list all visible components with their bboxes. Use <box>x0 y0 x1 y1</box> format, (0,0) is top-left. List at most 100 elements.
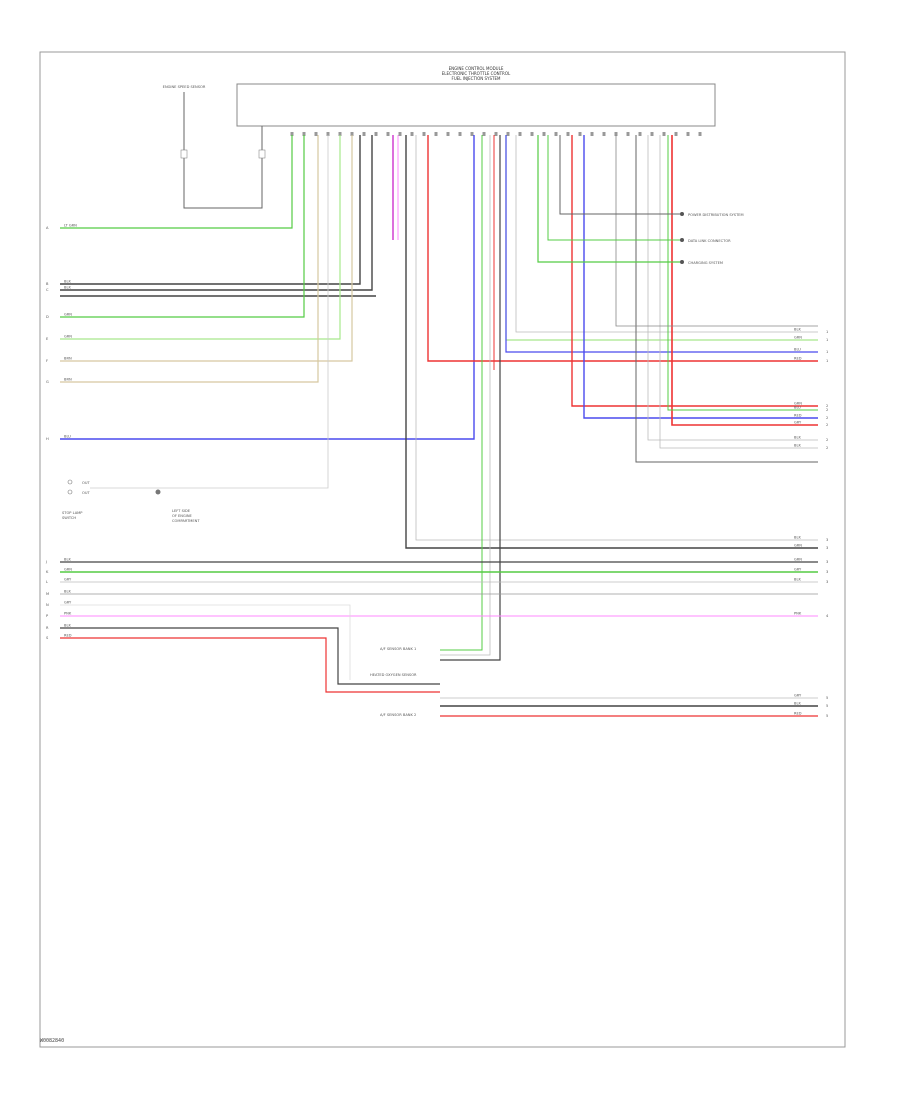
wire-sys-3 <box>537 135 680 263</box>
ecm-module: ENGINE CONTROL MODULE ELECTRONIC THROTTL… <box>236 66 716 136</box>
right-connector-id: 1 <box>826 359 828 363</box>
wire-blue-r1 <box>505 135 818 353</box>
left-connector-wire: GRN <box>64 313 72 317</box>
right-connector-wire: BLK <box>794 328 801 332</box>
wire-c <box>60 135 373 291</box>
ecm-pin <box>614 132 618 136</box>
ecm-pin <box>398 132 402 136</box>
wire-gray-r2 <box>647 135 818 441</box>
right-connector-id: 3 <box>826 538 828 542</box>
lower-left-connector-wire: PNK <box>64 612 72 616</box>
ecm-pin <box>590 132 594 136</box>
lower-left-connector-wire: GRY <box>64 578 72 582</box>
ecm-pin <box>566 132 570 136</box>
ecm-pin <box>410 132 414 136</box>
wire-gray-af <box>440 135 491 656</box>
wire-lgreen-r1 <box>505 135 818 341</box>
lower-left-connector-id: N <box>46 603 49 607</box>
ecm-pin <box>326 132 330 136</box>
sensor-label: ENGINE SPEED SENSOR <box>163 85 206 89</box>
right-connector-wire: RED <box>794 712 802 716</box>
lower-left-connector-wire: RED <box>64 634 72 638</box>
engine-speed-sensor: ENGINE SPEED SENSOR <box>163 85 266 209</box>
right-connector-id: 2 <box>826 404 828 408</box>
right-connector-id: 5 <box>826 696 828 700</box>
ecm-pin <box>290 132 294 136</box>
lower-left-connector-id: J <box>45 560 47 564</box>
wire-f <box>60 135 353 362</box>
ecm-pin <box>530 132 534 136</box>
module-title-2: ELECTRONIC THROTTLE CONTROL <box>442 71 511 76</box>
wire-s-red <box>60 637 440 693</box>
ground-label-2: OF ENGINE <box>172 514 193 518</box>
right-connector-id: 2 <box>826 416 828 420</box>
ecm-pin <box>338 132 342 136</box>
ecm-pin <box>578 132 582 136</box>
lower-left-connector-id: L <box>46 580 48 584</box>
wire-b <box>60 135 361 285</box>
system-label-1: POWER DISTRIBUTION SYSTEM <box>688 213 744 217</box>
ecm-pin <box>698 132 702 136</box>
ecm-pin <box>638 132 642 136</box>
ground-point: LEFT SIDE OF ENGINE COMPARTMENT <box>155 489 200 523</box>
ecm-pin <box>602 132 606 136</box>
lower-left-connector-wire: BLK <box>64 558 71 562</box>
wire-sys-2 <box>547 135 680 241</box>
wire-bus-gray3 <box>60 604 351 680</box>
system-label-2: DATA LINK CONNECTOR <box>688 239 731 243</box>
ecm-pin <box>626 132 630 136</box>
left-connector-wire: LT GRN <box>64 224 77 228</box>
right-connector-wire: PNK <box>794 612 802 616</box>
lower-left-connector-wire: BLK <box>64 590 71 594</box>
ecm-pin <box>458 132 462 136</box>
right-connector-id: 3 <box>826 570 828 574</box>
wire-blue-r2 <box>583 135 818 419</box>
ecm-pin <box>446 132 450 136</box>
right-connector-id: 2 <box>826 446 828 450</box>
module-title-3: FUEL INJECTION SYSTEM <box>452 76 501 81</box>
left-connector-id: C <box>46 288 49 292</box>
right-connector-id: 1 <box>826 350 828 354</box>
right-connector-wire: GRY <box>794 421 802 425</box>
wire-r-black <box>60 627 440 685</box>
lower-left-connector-id: R <box>46 626 49 630</box>
right-connector-wire: BLK <box>794 702 801 706</box>
right-connector-wire: GRN <box>794 558 802 562</box>
right-connector-labels: BLK1GRN1BLU1RED1GRN2BLU2RED2GRY2BLK2BLK2… <box>794 328 829 719</box>
left-connector-id: E <box>46 337 49 341</box>
ecm-pin <box>314 132 318 136</box>
left-connector-id: G <box>46 380 49 384</box>
left-connector-wire: BLU <box>64 435 71 439</box>
ecm-pin <box>518 132 522 136</box>
switch-pin-2: OUT <box>82 491 90 495</box>
switch-pin-1: OUT <box>82 481 90 485</box>
right-connector-id: 1 <box>826 338 828 342</box>
ecm-pin <box>350 132 354 136</box>
ecm-pin <box>494 132 498 136</box>
left-connector-id: H <box>46 437 49 441</box>
wire-black-af <box>440 135 501 661</box>
module-title-1: ENGINE CONTROL MODULE <box>449 66 504 71</box>
lower-left-connector-wire: GRN <box>64 568 72 572</box>
right-connector-id: 5 <box>826 704 828 708</box>
ground-label-3: COMPARTMENT <box>172 519 200 523</box>
diagram-frame <box>39 51 846 1048</box>
left-connector-id: A <box>46 226 49 230</box>
right-connector-wire: BLK <box>794 578 801 582</box>
wire-gray-r1 <box>515 135 818 333</box>
ecm-pin <box>662 132 666 136</box>
wire-harness <box>60 135 818 717</box>
right-connector-id: 3 <box>826 580 828 584</box>
ecm-pin <box>542 132 546 136</box>
system-label-3: CHARGING SYSTEM <box>688 261 723 265</box>
right-connector-id: 3 <box>826 560 828 564</box>
wire-sys-1 <box>559 135 680 215</box>
bottom-sensor-1: A/F SENSOR BANK 1 <box>380 647 416 651</box>
right-connector-wire: BLU <box>794 348 801 352</box>
wire-gray-r2b <box>659 135 818 449</box>
lower-left-connector-id: K <box>46 570 49 574</box>
right-connector-wire: GRN <box>794 544 802 548</box>
switch-label-1: STOP LAMP <box>62 511 83 515</box>
